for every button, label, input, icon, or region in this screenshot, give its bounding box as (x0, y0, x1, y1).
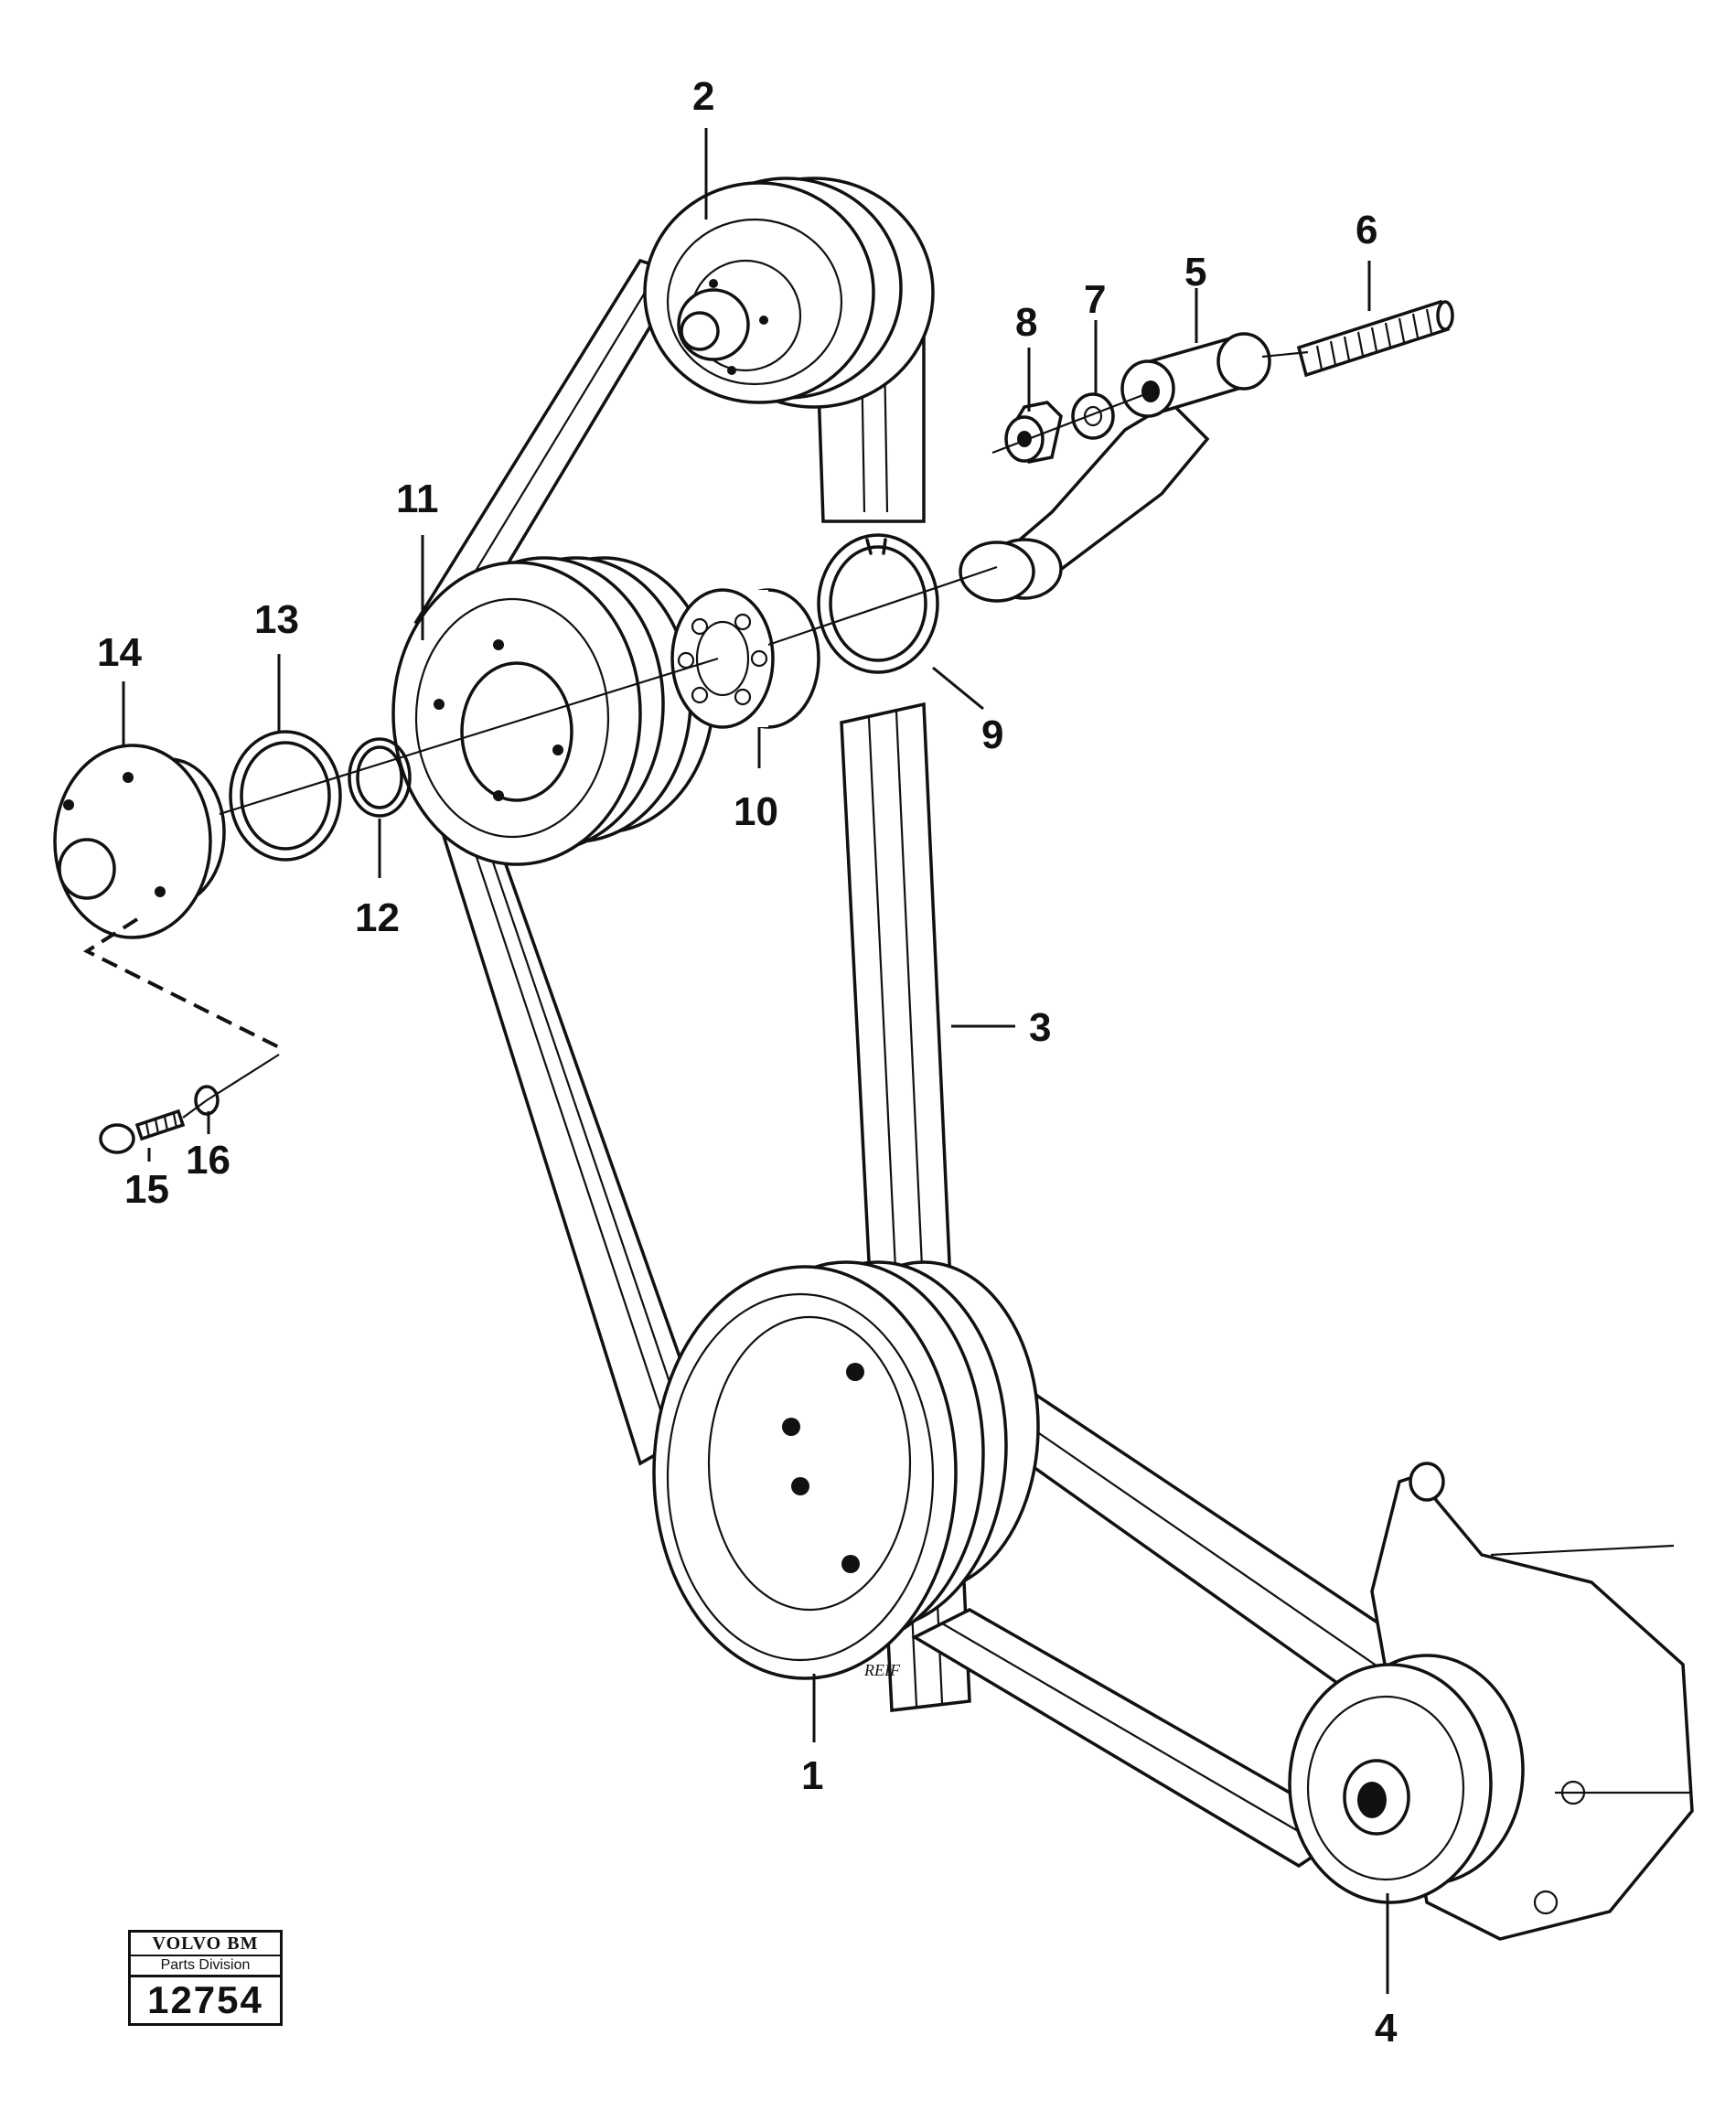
crankshaft-pulley-1 (652, 1260, 1040, 1680)
assembly-axis-lines (82, 350, 1309, 1119)
part-label-12: 12 (355, 895, 400, 940)
part-label-14: 14 (97, 630, 142, 675)
part-label-9: 9 (981, 712, 1003, 757)
bearing-10 (670, 588, 820, 729)
part-label-1: 1 (801, 1753, 823, 1798)
fan-belt-left-run (423, 774, 707, 1466)
part-label-4: 4 (1375, 2006, 1398, 2051)
stamp-number: 12754 (147, 1978, 263, 2021)
part-label-2: 2 (692, 74, 714, 119)
part-label-5: 5 (1184, 250, 1206, 295)
seal-ring-13 (229, 730, 342, 862)
volvo-bm-stamp: VOLVO BM Parts Division 12754 (128, 1930, 283, 2026)
nut-8 (1004, 401, 1063, 464)
part-label-8: 8 (1015, 300, 1037, 345)
part-labels: 1 2 3 4 5 6 7 8 9 10 11 12 13 14 15 16 (97, 74, 1398, 2051)
snap-ring-9 (817, 533, 939, 674)
circlip-12 (348, 737, 412, 818)
stud-6 (1296, 299, 1454, 378)
signature-text: REIF (863, 1661, 901, 1679)
part-label-16: 16 (186, 1138, 230, 1183)
washer-7 (1071, 392, 1115, 440)
part-label-11: 11 (396, 477, 439, 521)
part-label-3: 3 (1029, 1005, 1051, 1050)
upper-pulley-2 (643, 177, 935, 409)
part-label-10: 10 (734, 789, 778, 834)
stamp-brand: VOLVO BM (131, 1933, 280, 1956)
idler-pulley-11 (391, 556, 715, 866)
alternator-pulley-4 (1288, 1654, 1525, 1904)
part-label-15: 15 (124, 1167, 169, 1212)
hub-cover-14 (53, 744, 226, 939)
leader-lines (122, 128, 1389, 1994)
part-label-6: 6 (1356, 208, 1377, 252)
part-label-7: 7 (1084, 277, 1106, 322)
part-label-13: 13 (254, 597, 299, 642)
stamp-division: Parts Division (131, 1956, 280, 1977)
bolt-15 (99, 1109, 186, 1154)
tensioner-arm-5 (959, 332, 1271, 603)
